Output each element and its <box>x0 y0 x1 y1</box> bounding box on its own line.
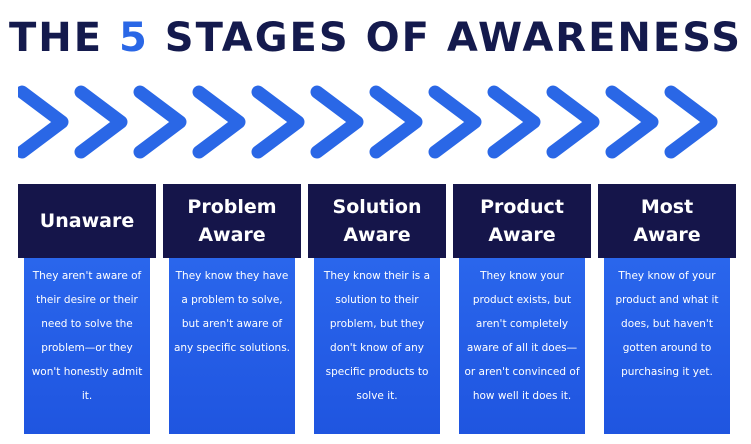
stage-heading: Problem Aware <box>163 184 301 258</box>
stage-description-box: They know they have a problem to solve, … <box>169 258 295 434</box>
stage-description-box: They know their is a solution to their p… <box>314 258 440 434</box>
stage-card-problem-aware: Problem Aware They know they have a prob… <box>163 184 301 442</box>
stage-card-most-aware: Most Aware They know of your product and… <box>598 184 736 442</box>
stage-heading: Most Aware <box>598 184 736 258</box>
stage-card-product-aware: Product Aware They know your product exi… <box>453 184 591 442</box>
stage-description-box: They aren't aware of their desire or the… <box>24 258 150 434</box>
stage-heading: Unaware <box>18 184 156 258</box>
title-suffix: STAGES OF AWARENESS <box>148 15 743 61</box>
chevron-icon <box>664 85 718 159</box>
chevron-icon <box>487 85 541 159</box>
chevron-icon <box>74 85 128 159</box>
chevron-icon <box>133 85 187 159</box>
stage-description: They know of your product and what it do… <box>615 270 719 378</box>
chevron-icon <box>310 85 364 159</box>
chevron-icon <box>369 85 423 159</box>
stage-description-box: They know your product exists, but aren'… <box>459 258 585 434</box>
stage-description: They aren't aware of their desire or the… <box>31 270 143 402</box>
stage-card-solution-aware: Solution Aware They know their is a solu… <box>308 184 446 442</box>
stages-row: Unaware They aren't aware of their desir… <box>18 184 736 442</box>
chevron-icon <box>18 85 69 159</box>
stage-description: They know they have a problem to solve, … <box>173 270 291 354</box>
chevron-icon <box>251 85 305 159</box>
chevron-arrows <box>18 85 718 159</box>
page-title: THE 5 STAGES OF AWARENESS <box>0 14 751 62</box>
stage-heading: Solution Aware <box>308 184 446 258</box>
stage-description-box: They know of your product and what it do… <box>604 258 730 434</box>
chevron-icon <box>605 85 659 159</box>
title-prefix: THE <box>8 15 119 61</box>
chevron-icon <box>428 85 482 159</box>
chevron-icon <box>192 85 246 159</box>
title-number: 5 <box>118 15 149 61</box>
stage-card-unaware: Unaware They aren't aware of their desir… <box>18 184 156 442</box>
stage-description: They know their is a solution to their p… <box>323 270 431 402</box>
stage-heading: Product Aware <box>453 184 591 258</box>
chevron-icon <box>546 85 600 159</box>
stage-description: They know your product exists, but aren'… <box>464 270 580 402</box>
